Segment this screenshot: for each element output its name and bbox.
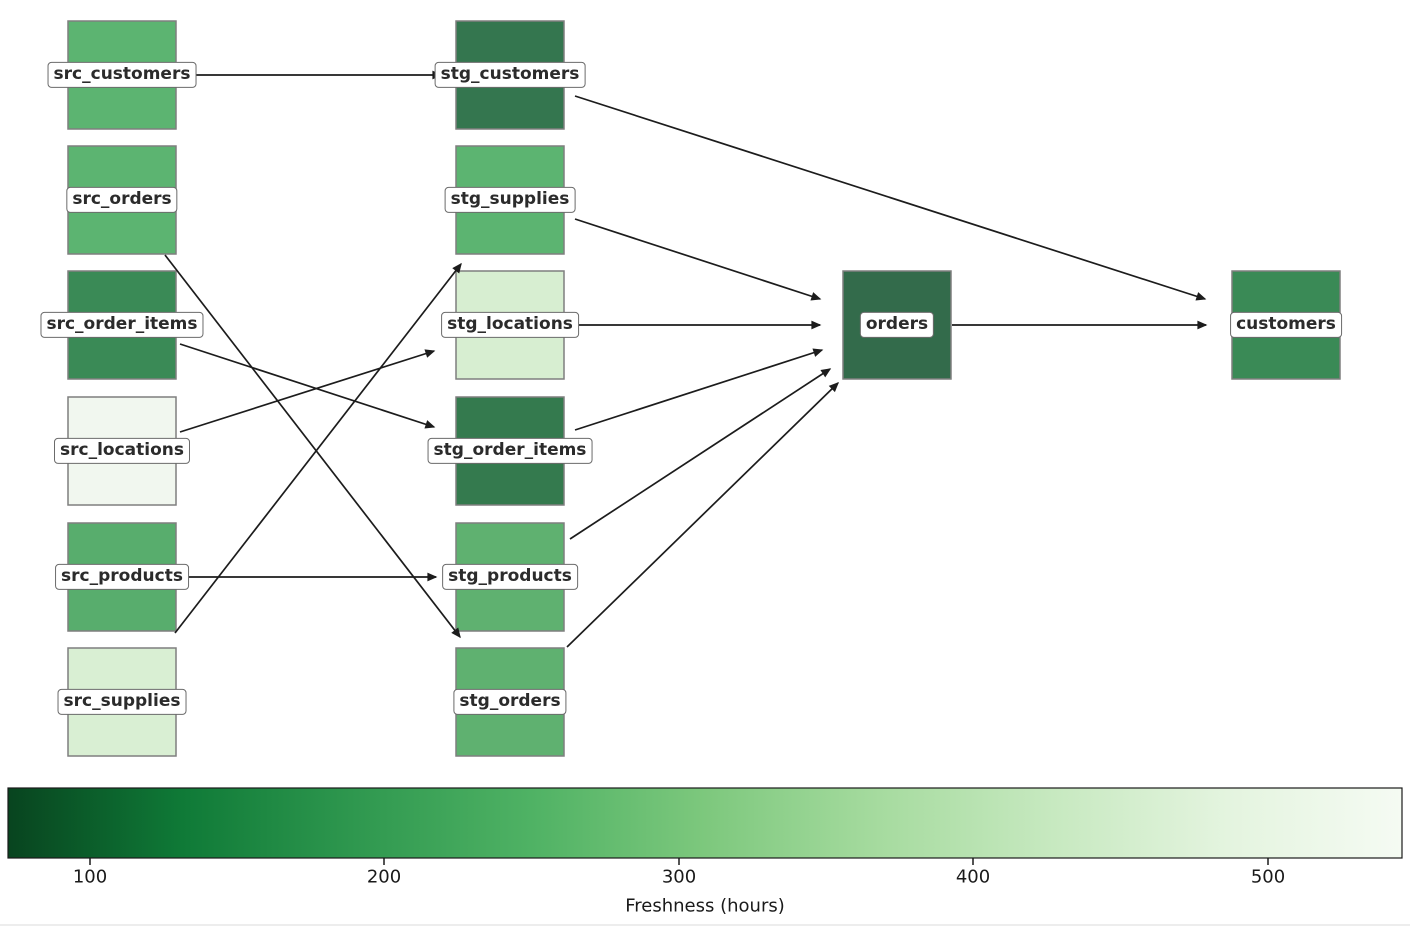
node-label-stg_order_items: stg_order_items bbox=[427, 437, 593, 465]
edge-src_order_items-to-stg_order_items bbox=[179, 343, 436, 429]
edge-stg_products-to-orders bbox=[569, 368, 832, 540]
node-label-src_supplies: src_supplies bbox=[57, 688, 187, 716]
node-label-stg_customers: stg_customers bbox=[434, 61, 586, 89]
colorbar-tick-label-400: 400 bbox=[955, 866, 991, 888]
edge-src_orders-to-stg_orders bbox=[164, 254, 461, 639]
node-label-src_products: src_products bbox=[55, 563, 189, 591]
node-label-src_order_items: src_order_items bbox=[40, 311, 204, 339]
node-label-src_locations: src_locations bbox=[54, 437, 190, 465]
colorbar-tick-label-300: 300 bbox=[661, 866, 697, 888]
edge-stg_order_items-to-orders bbox=[574, 348, 824, 431]
edge-stg_supplies-to-orders bbox=[574, 218, 822, 301]
colorbar-tick-label-500: 500 bbox=[1250, 866, 1286, 888]
node-label-customers: customers bbox=[1230, 311, 1342, 339]
node-label-stg_orders: stg_orders bbox=[453, 688, 567, 716]
colorbar-tick-label-200: 200 bbox=[366, 866, 402, 888]
colorbar-axis-label: Freshness (hours) bbox=[625, 895, 785, 917]
figure-bottom-edge bbox=[0, 924, 1410, 926]
node-label-stg_products: stg_products bbox=[442, 563, 578, 591]
edge-stg_orders-to-orders bbox=[566, 382, 840, 648]
node-label-src_customers: src_customers bbox=[47, 61, 197, 89]
node-label-src_orders: src_orders bbox=[66, 186, 178, 214]
colorbar-gradient bbox=[7, 787, 1403, 859]
node-label-orders: orders bbox=[859, 311, 935, 339]
node-label-stg_locations: stg_locations bbox=[441, 311, 579, 339]
colorbar-tick-label-100: 100 bbox=[72, 866, 108, 888]
edge-stg_customers-to-customers bbox=[574, 95, 1207, 301]
edge-src_locations-to-stg_locations bbox=[179, 349, 436, 433]
edge-src_supplies-to-stg_supplies bbox=[174, 262, 462, 634]
node-label-stg_supplies: stg_supplies bbox=[444, 186, 576, 214]
